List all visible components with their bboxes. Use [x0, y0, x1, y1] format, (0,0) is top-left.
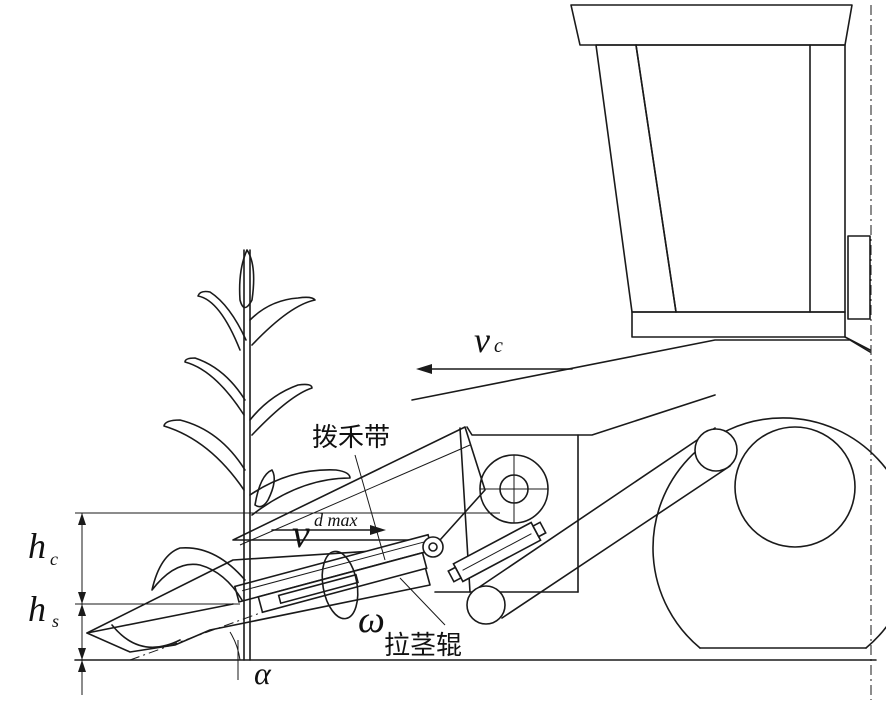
- hc-subscript: c: [50, 549, 58, 569]
- cab: [570, 4, 871, 351]
- velocity-vc-arrow: [416, 364, 573, 374]
- omega-label: ω: [358, 599, 385, 641]
- velocity-vd-arrow: [271, 525, 386, 535]
- gathering-belt-label: 拨禾带: [312, 423, 390, 453]
- dimension-lines: [75, 512, 500, 695]
- gathering-belt-leader: [354, 454, 386, 561]
- vd-label: v: [292, 511, 310, 556]
- stalk-roller-label: 拉茎辊: [384, 631, 462, 661]
- drive-hub: [479, 454, 549, 524]
- vc-subscript: c: [494, 335, 503, 357]
- alpha-label: α: [254, 655, 272, 691]
- vc-label: v: [474, 320, 490, 360]
- vd-subscript: d max: [314, 510, 358, 530]
- hc-label: h: [28, 526, 46, 566]
- corn-plant: [151, 249, 351, 661]
- conveyor: [447, 427, 738, 625]
- hs-subscript: s: [52, 611, 59, 631]
- stalk-roller-leader: [399, 577, 446, 626]
- drive-wheel: [652, 417, 886, 649]
- hs-label: h: [28, 589, 46, 629]
- header-snout: [86, 426, 486, 661]
